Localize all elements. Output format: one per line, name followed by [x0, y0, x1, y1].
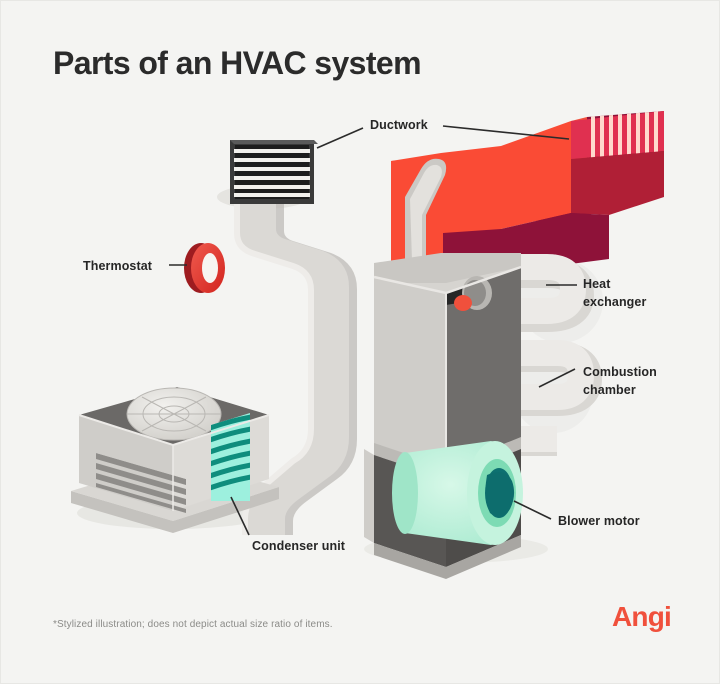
- angi-logo: Angi: [611, 601, 672, 632]
- leader-combustion: [538, 368, 576, 388]
- leader-lines: [169, 125, 577, 536]
- label-heat-exchanger: Heat exchanger: [583, 277, 647, 310]
- label-ductwork: Ductwork: [370, 118, 428, 132]
- duct-grille-left: [230, 140, 318, 204]
- leader-ductwork-right: [442, 125, 570, 140]
- disclaimer-text: *Stylized illustration; does not depict …: [53, 619, 333, 630]
- ductwork-supply-red: [391, 111, 664, 273]
- furnace-cabinet-upper: [373, 253, 522, 471]
- label-combustion-chamber: Combustion chamber: [583, 365, 657, 398]
- condenser-unit: [71, 387, 279, 533]
- blower-motor-drum: [392, 441, 523, 545]
- flue-pipe: [405, 158, 447, 263]
- thermostat-dial: [184, 243, 225, 293]
- leader-condenser: [230, 496, 250, 536]
- label-blower-motor: Blower motor: [558, 514, 640, 528]
- leader-blower: [513, 500, 552, 520]
- leader-ductwork-left: [316, 127, 364, 149]
- label-thermostat: Thermostat: [83, 259, 153, 273]
- page-title: Parts of an HVAC system: [53, 45, 422, 81]
- label-condenser-unit: Condenser unit: [252, 539, 346, 553]
